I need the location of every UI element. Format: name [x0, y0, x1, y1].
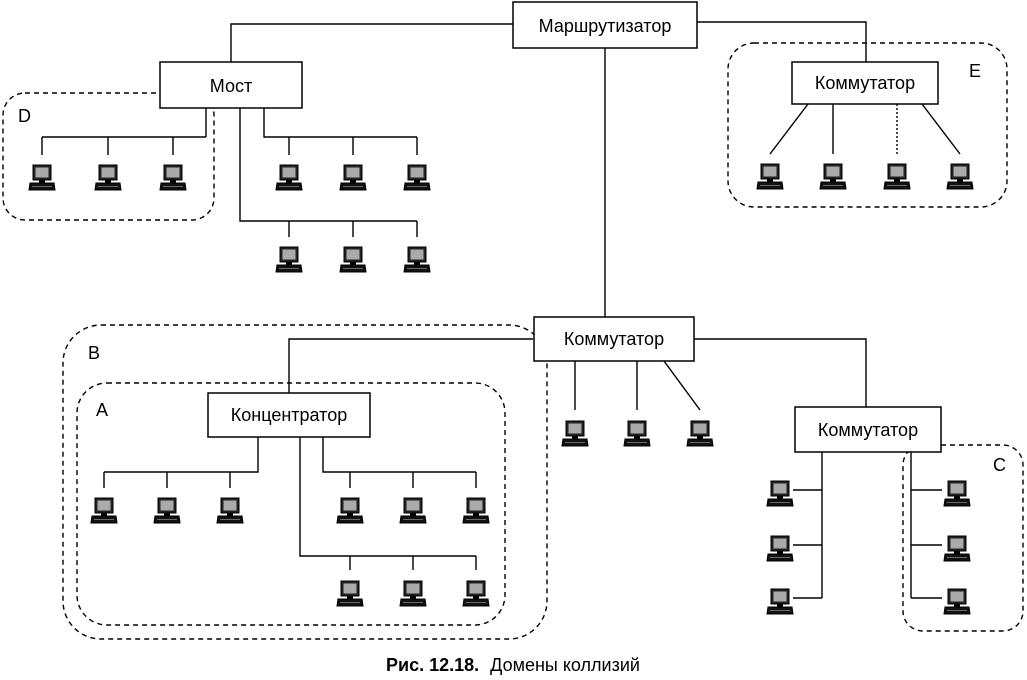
router-label: Маршрутизатор: [539, 16, 672, 36]
hub-node: Концентратор: [207, 392, 371, 438]
switch-c-node: Коммутатор: [794, 406, 942, 453]
main-switch-node: Коммутатор: [533, 316, 695, 362]
computer-icon: [943, 588, 971, 615]
zone-d-label: D: [18, 106, 31, 126]
zone-c-label: C: [993, 455, 1006, 475]
zone-a-boundary: [76, 382, 506, 626]
zone-e-boundary: [727, 42, 1008, 208]
computer-icon: [766, 480, 794, 507]
zone-d-boundary: [2, 92, 215, 221]
computer-icon: [90, 497, 118, 524]
computer-icon: [275, 246, 303, 273]
main-switch-label: Коммутатор: [564, 329, 664, 349]
computer-icon: [159, 164, 187, 191]
switch-e-label: Коммутатор: [815, 73, 915, 93]
switch-c-label: Коммутатор: [818, 420, 918, 440]
computer-icon: [943, 480, 971, 507]
computer-icon: [399, 497, 427, 524]
zone-e-label: E: [969, 61, 981, 81]
computer-icon: [766, 535, 794, 562]
computer-icon: [883, 163, 911, 190]
computer-icon: [766, 588, 794, 615]
computer-icon: [28, 164, 56, 191]
computer-icon: [153, 497, 181, 524]
zone-b-boundary: [62, 324, 548, 640]
switch-e-node: Коммутатор: [791, 61, 939, 105]
computer-icon: [462, 497, 490, 524]
computer-icon: [561, 420, 589, 447]
hub-label: Концентратор: [231, 405, 347, 425]
computer-icon: [339, 246, 367, 273]
computer-icon: [623, 420, 651, 447]
bridge-node: Мост: [159, 61, 303, 109]
computer-icon: [216, 497, 244, 524]
figure-caption-text: Домены коллизий: [490, 655, 640, 675]
computer-icon: [336, 580, 364, 607]
computer-icon: [819, 163, 847, 190]
computer-icon: [403, 246, 431, 273]
computer-icon: [275, 164, 303, 191]
figure-caption-prefix: Рис. 12.18.: [386, 655, 479, 675]
zone-a-label: A: [96, 400, 108, 420]
computer-icon: [946, 163, 974, 190]
computer-icon: [94, 164, 122, 191]
zone-c-boundary: [902, 444, 1024, 632]
router-node: Маршрутизатор: [512, 1, 698, 49]
figure-caption: Рис. 12.18. Домены коллизий: [386, 655, 640, 675]
computer-icon: [336, 497, 364, 524]
computer-icon: [756, 163, 784, 190]
bridge-label: Мост: [210, 76, 252, 96]
zone-b-label: B: [88, 343, 100, 363]
computer-icon: [339, 164, 367, 191]
computer-icon: [462, 580, 490, 607]
computer-icon: [399, 580, 427, 607]
computer-icon: [686, 420, 714, 447]
computer-icon: [403, 164, 431, 191]
computer-icon: [943, 535, 971, 562]
